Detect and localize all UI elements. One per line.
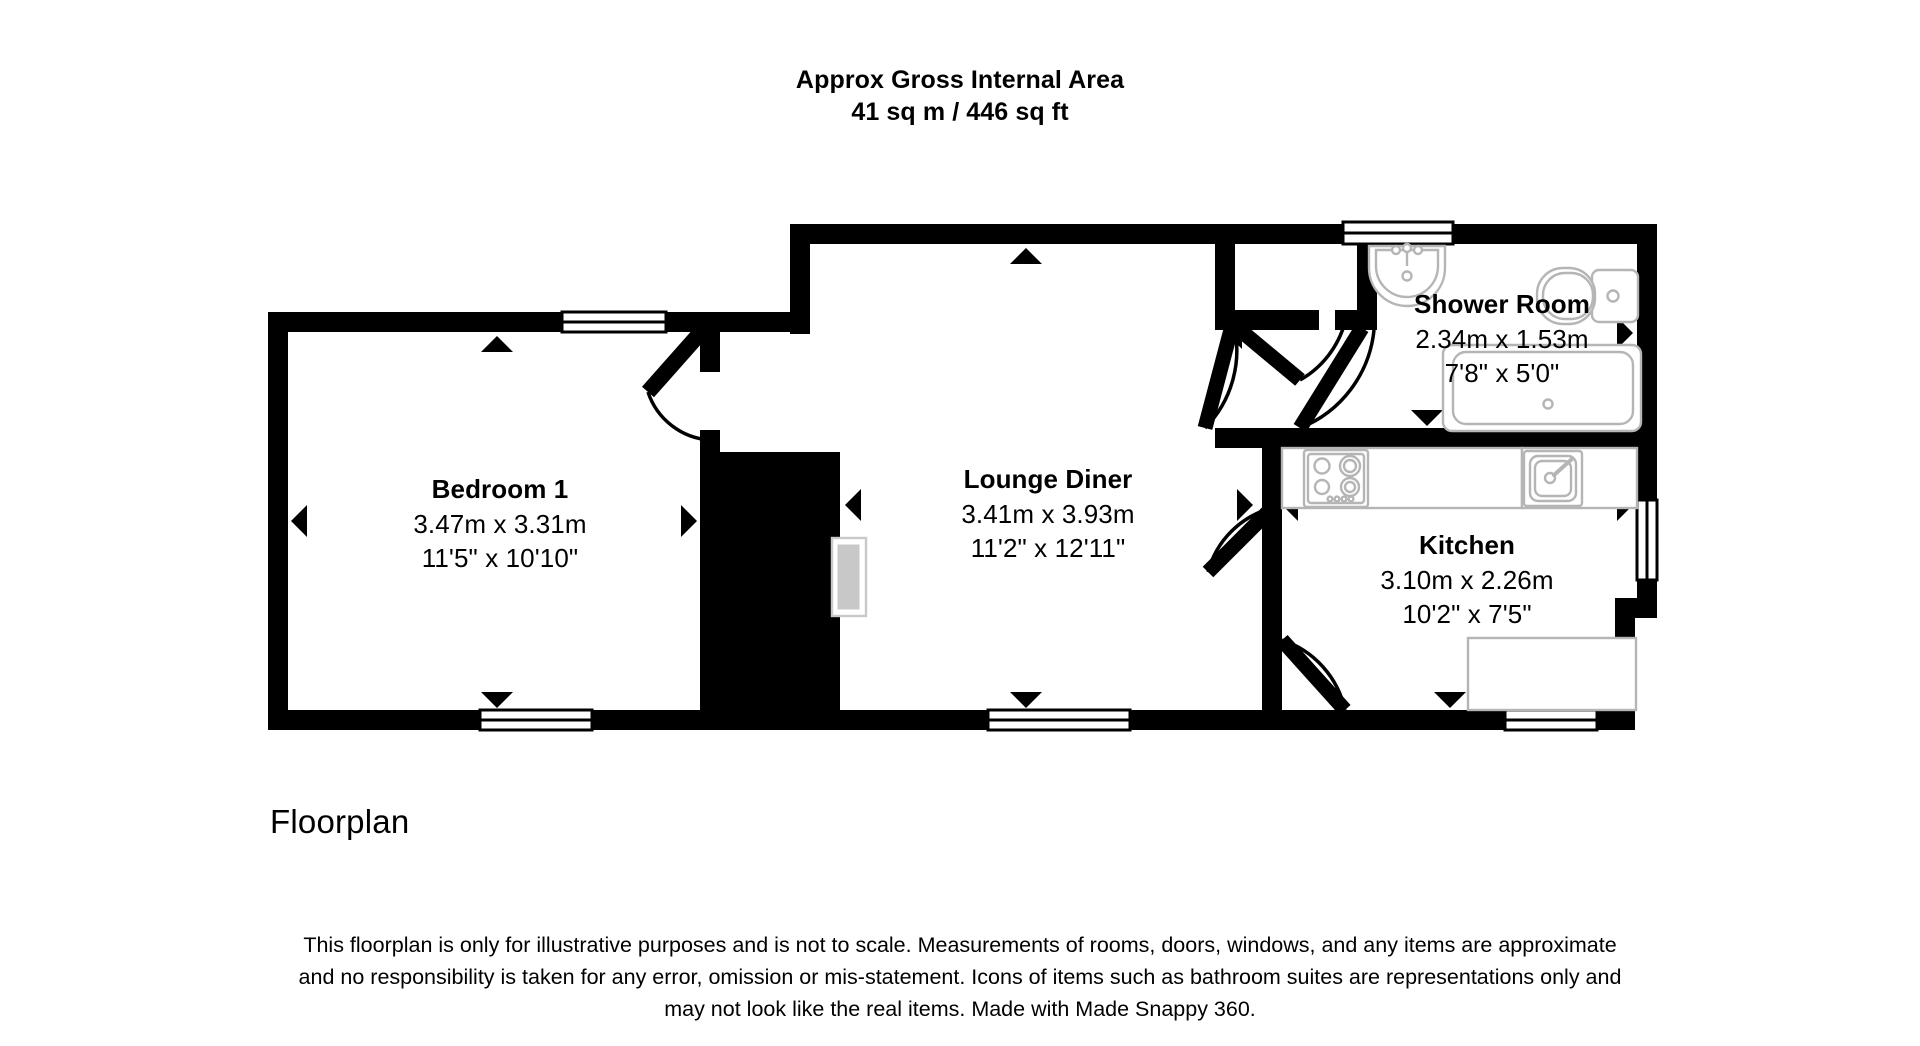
wall-kitchen-right-upper bbox=[1637, 448, 1657, 500]
window-bedroom-top bbox=[560, 310, 668, 334]
dim-arrow-shower-left bbox=[1226, 317, 1242, 349]
room-dim-imperial-lounge-diner: 11'2" x 12'11" bbox=[970, 533, 1126, 564]
room-name-lounge-diner: Lounge Diner bbox=[963, 464, 1133, 494]
room-dim-metric-lounge-diner: 3.41m x 3.93m bbox=[961, 498, 1135, 529]
gross-internal-area-title: Approx Gross Internal Area bbox=[795, 66, 1125, 94]
door-bedroom bbox=[642, 316, 716, 442]
room-name-kitchen: Kitchen bbox=[1418, 530, 1516, 560]
sink-icon bbox=[1522, 449, 1584, 508]
plan-header: Approx Gross Internal Area 41 sq m / 446… bbox=[0, 64, 1920, 128]
disclaimer-line-3: may not look like the real items. Made w… bbox=[664, 996, 1256, 1021]
basin-icon bbox=[1367, 242, 1447, 308]
wall-lounge-left-upper bbox=[790, 224, 810, 334]
door-kitchen-lower bbox=[1276, 634, 1351, 716]
dim-arrow-bedroom-right bbox=[681, 505, 697, 537]
dim-arrow-lounge-right bbox=[1237, 489, 1253, 521]
disclaimer-line-1: This floorplan is only for illustrative … bbox=[303, 933, 1617, 957]
disclaimer-line-2: and no responsibility is taken for any e… bbox=[298, 964, 1622, 989]
chimney-breast-block bbox=[710, 452, 840, 730]
doors-group bbox=[642, 314, 1376, 716]
dim-arrow-lounge-bottom bbox=[1010, 692, 1042, 708]
window-shower-top bbox=[1341, 220, 1455, 246]
wall-connector-top bbox=[700, 312, 810, 332]
wall-hall-left-stub bbox=[1215, 428, 1235, 448]
window-kitchen-bottom bbox=[1503, 708, 1599, 732]
hob-icon bbox=[1302, 448, 1370, 509]
room-label-kitchen: Kitchen 3.10m x 2.26m 10'2" x 7'5" bbox=[1380, 528, 1553, 632]
wall-bedroom-left bbox=[268, 312, 288, 730]
wall-shower-bottom bbox=[1215, 428, 1657, 448]
windows-group bbox=[478, 220, 1659, 732]
disclaimer-text: This floorplan is only for illustrative … bbox=[0, 930, 1920, 1025]
radiator-icon bbox=[830, 536, 868, 618]
window-bedroom-bottom bbox=[478, 708, 594, 732]
dim-arrow-bedroom-left bbox=[291, 505, 307, 537]
room-name-bedroom-1: Bedroom 1 bbox=[431, 474, 569, 504]
fixtures-group bbox=[830, 242, 1643, 712]
room-name-shower-room: Shower Room bbox=[1414, 289, 1590, 319]
wall-lounge-right bbox=[1262, 428, 1282, 730]
room-label-bedroom-1: Bedroom 1 3.47m x 3.31m 11'5" x 10'10" bbox=[413, 472, 586, 576]
room-dim-imperial-kitchen: 10'2" x 7'5" bbox=[1402, 599, 1532, 630]
room-dim-metric-shower-room: 2.34m x 1.53m bbox=[1415, 323, 1589, 354]
gross-internal-area-value: 41 sq m / 446 sq ft bbox=[851, 98, 1069, 126]
room-dim-imperial-bedroom-1: 11'5" x 10'10" bbox=[421, 543, 579, 574]
toilet-icon bbox=[1535, 266, 1640, 326]
dim-arrow-kitchen-bottom bbox=[1434, 692, 1466, 708]
dim-arrow-shower-bottom bbox=[1411, 410, 1443, 426]
room-label-lounge-diner: Lounge Diner 3.41m x 3.93m 11'2" x 12'11… bbox=[961, 462, 1134, 566]
floorplan-canvas bbox=[268, 220, 1659, 732]
room-dim-metric-bedroom-1: 3.47m x 3.31m bbox=[413, 508, 587, 539]
dim-arrow-shower-right bbox=[1617, 317, 1633, 349]
dim-arrow-lounge-left bbox=[845, 489, 861, 521]
room-dim-metric-kitchen: 3.10m x 2.26m bbox=[1380, 564, 1554, 595]
wall-lounge-top bbox=[790, 224, 1222, 244]
door-kitchen-upper bbox=[1202, 502, 1278, 578]
door-shower-room bbox=[1293, 324, 1376, 432]
bath-icon bbox=[1441, 343, 1643, 433]
room-dim-imperial-shower-room: 7'8" x 5'0" bbox=[1444, 358, 1560, 389]
window-kitchen-right bbox=[1635, 498, 1659, 582]
wall-hall-left-upper bbox=[1215, 224, 1235, 328]
dim-arrow-lounge-top bbox=[1010, 248, 1042, 264]
dim-arrow-bedroom-top bbox=[481, 336, 513, 352]
room-label-shower-room: Shower Room 2.34m x 1.53m 7'8" x 5'0" bbox=[1414, 287, 1590, 391]
window-lounge-bottom bbox=[986, 708, 1132, 732]
floorplan-caption: Floorplan bbox=[270, 803, 410, 840]
dim-arrow-bedroom-bottom bbox=[481, 692, 513, 708]
floorplan-drawing bbox=[268, 220, 1659, 732]
